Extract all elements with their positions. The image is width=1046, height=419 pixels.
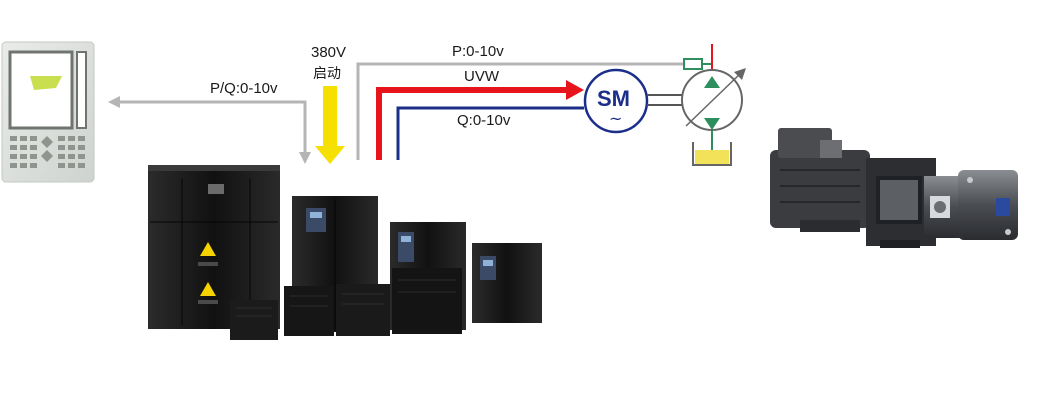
motor-pump-coupling xyxy=(647,94,684,106)
oil-tank-symbol xyxy=(692,142,732,166)
q-signal-label: Q:0-10v xyxy=(457,112,511,129)
motor-label: SM xyxy=(597,86,630,111)
motor-wave-icon: ~ xyxy=(609,109,623,128)
voltage-label: 380V xyxy=(311,44,347,61)
injection-molding-controller-icon xyxy=(1,41,95,183)
hydraulic-pump-symbol xyxy=(681,68,746,158)
servo-motor-symbol xyxy=(583,68,649,134)
pq-signal-label: P/Q:0-10v xyxy=(210,80,278,97)
p-signal-label: P:0-10v xyxy=(452,43,504,60)
uvw-power-line xyxy=(376,80,584,160)
uvw-label: UVW xyxy=(464,68,499,85)
servo-drive-cabinets-icon xyxy=(148,165,542,340)
power-input-arrow xyxy=(315,86,345,164)
servo-motor-pump-unit-icon xyxy=(770,128,1018,248)
start-label: 启动 xyxy=(313,66,341,82)
p-signal-line xyxy=(356,44,713,160)
q-signal-line xyxy=(396,106,584,160)
pq-signal-line xyxy=(108,96,311,164)
